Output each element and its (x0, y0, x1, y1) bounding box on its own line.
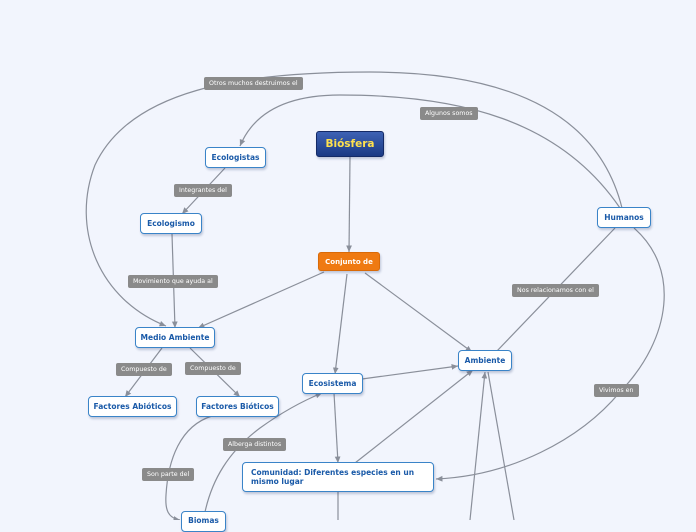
node-biomas[interactable]: Biomas (181, 511, 226, 532)
link-label-movimiento[interactable]: Movimiento que ayuda al (128, 275, 218, 288)
node-ecologistas[interactable]: Ecologistas (205, 147, 266, 168)
link-label-integrantes-del[interactable]: Integrantes del (174, 184, 232, 197)
node-humanos[interactable]: Humanos (597, 207, 651, 228)
connector-son-parte (165, 415, 213, 520)
node-conjunto-de[interactable]: Conjunto de (318, 252, 380, 271)
link-label-algunos-somos[interactable]: Algunos somos (420, 107, 478, 120)
link-label-otros-muchos[interactable]: Otros muchos destruimos el (204, 77, 303, 90)
link-label-compuesto-de-2[interactable]: Compuesto de (185, 362, 241, 375)
connector-conjunto-ecosistema (332, 273, 348, 375)
link-label-nos-relacionamos[interactable]: Nos relacionamos con el (512, 284, 599, 297)
link-label-son-parte[interactable]: Son parte del (142, 468, 195, 481)
node-factores-bioticos[interactable]: Factores Bióticos (196, 396, 279, 417)
node-ecosistema[interactable]: Ecosistema (302, 373, 363, 394)
connector-algunos-somos (239, 94, 621, 209)
concept-map-canvas: Otros muchos destruimos el Algunos somos… (85, 71, 665, 532)
link-label-vivimos-en[interactable]: Vivimos en (594, 384, 639, 397)
link-label-compuesto-de-1[interactable]: Compuesto de (116, 363, 172, 376)
connector-ecosistema-comunidad (333, 392, 341, 464)
link-label-alberga[interactable]: Alberga distintos (223, 438, 287, 451)
connector-biosfera-conjunto (346, 156, 352, 253)
node-medio-ambiente[interactable]: Medio Ambiente (135, 327, 215, 348)
connector-alberga (204, 392, 323, 513)
node-biosfera[interactable]: Biósfera (316, 131, 384, 157)
node-comunidad[interactable]: Comunidad: Diferentes especies en un mis… (242, 462, 434, 492)
connector-comunidad-ambiente (354, 369, 474, 464)
node-factores-abioticos[interactable]: Factores Abióticos (88, 396, 177, 417)
connector-conjunto-ambiente (364, 272, 473, 353)
connector-bottom-3 (487, 371, 515, 520)
connector-conjunto-medio (197, 271, 325, 329)
node-ecologismo[interactable]: Ecologismo (140, 213, 202, 234)
connector-bottom-2 (469, 371, 488, 520)
connector-ecosistema-ambiente (361, 364, 459, 380)
node-ambiente[interactable]: Ambiente (458, 350, 512, 371)
